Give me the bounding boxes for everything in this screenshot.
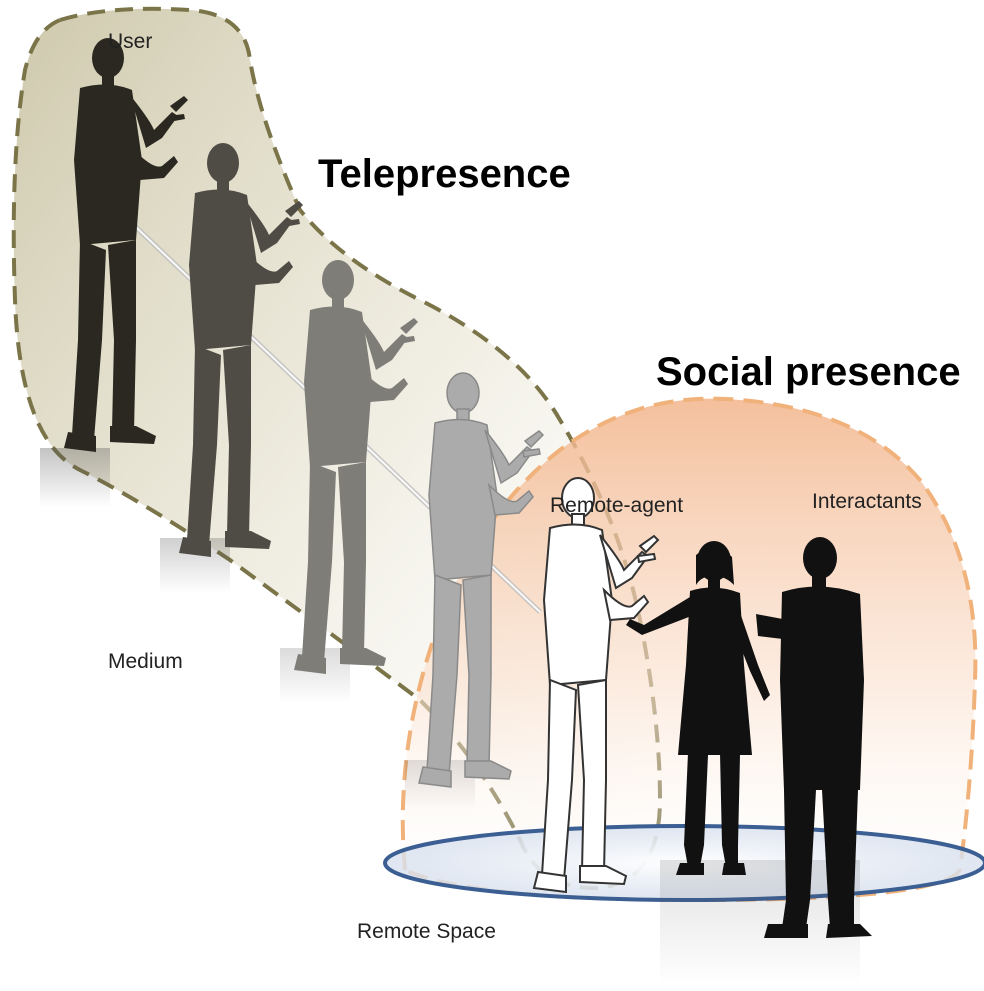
remote-space-label: Remote Space — [357, 920, 496, 943]
interactants-reflection — [660, 860, 860, 985]
user-reflection — [40, 448, 110, 508]
remote-agent-label: Remote-agent — [550, 494, 684, 517]
medium-label: Medium — [108, 650, 183, 673]
user-label: User — [108, 30, 153, 53]
interactants-label: Interactants — [812, 490, 922, 513]
social-presence-label: Social presence — [656, 350, 961, 394]
telepresence-label: Telepresence — [318, 152, 571, 196]
